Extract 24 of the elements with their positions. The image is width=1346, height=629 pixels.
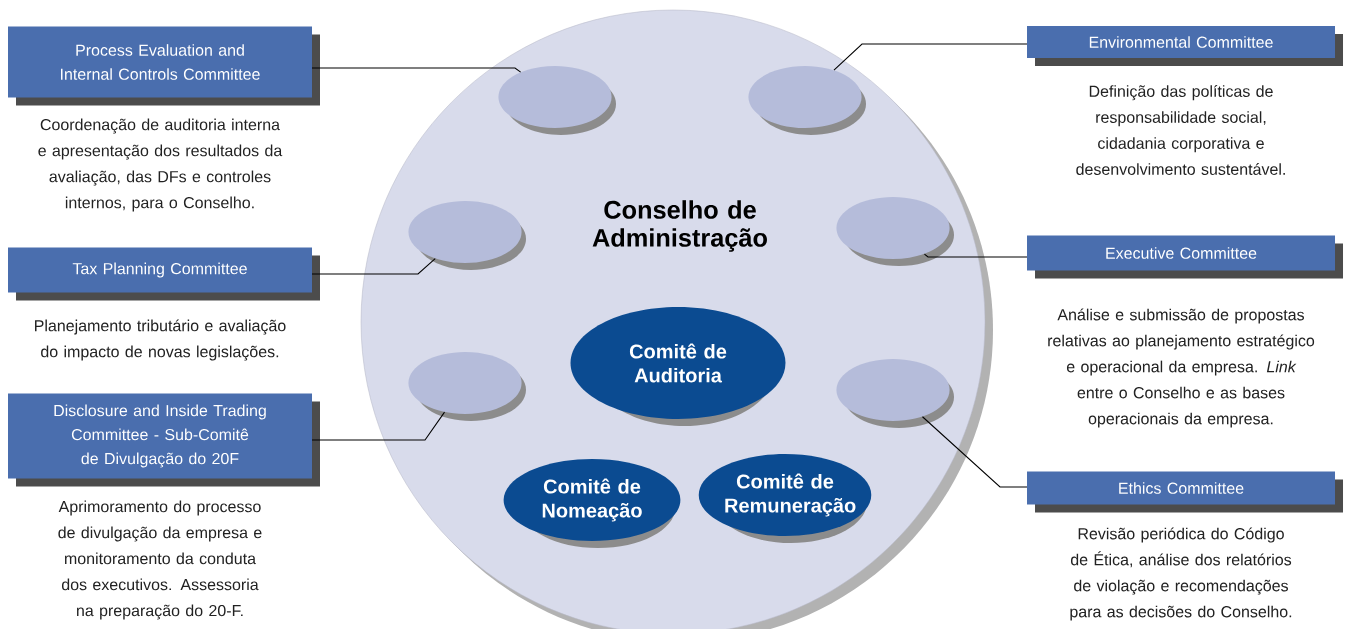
committee-ellipse bbox=[836, 359, 954, 428]
committee-box: Process Evaluation and Internal Controls Committee bbox=[8, 26, 320, 106]
leader-line bbox=[311, 258, 436, 275]
leader-line bbox=[311, 411, 446, 441]
committee-ellipse bbox=[748, 66, 866, 135]
committee-ellipse bbox=[408, 352, 526, 421]
committee-box: Tax Planning Committee bbox=[8, 247, 320, 301]
leader-line bbox=[311, 67, 522, 73]
committee-ellipse bbox=[836, 197, 954, 266]
description-text: Definição das políticas de responsabilidade social, cidadania corporativa e desenvolvimento sustentável. bbox=[1076, 85, 1285, 175]
description-text: Revisão periódica do Código de Ética, análise dos relatórios de violação e recomendações para as decisões do Conselho. bbox=[1070, 527, 1292, 621]
description-text: Aprimoramento do processo de divulgação da empresa e monitoramento da conduta dos executivos. Assessoria na preparação do 20-F. bbox=[58, 500, 262, 620]
committee-box: Disclosure and Inside Trading Committee - Sub-Comitê de Divulgação do 20F bbox=[8, 393, 320, 487]
committee-box: Executive Committee bbox=[1027, 235, 1343, 279]
leader-line bbox=[923, 253, 1028, 258]
description-text: Planejamento tributário e avaliação do impacto de novas legislações. bbox=[35, 319, 286, 361]
description-text: Análise e submissão de propostas relativas ao planejamento estratégico e operacional da empresa. Link entre o Conselho e as bases operacionais da empresa. bbox=[1048, 308, 1315, 428]
leader-line bbox=[833, 43, 1028, 71]
leader-line bbox=[921, 416, 1028, 488]
committee-box: Ethics Committee bbox=[1027, 471, 1343, 513]
description-text: Coordenação de auditoria interna e apresentação dos resultados da avaliação, das DFs e controles internos, para o Conselho. bbox=[38, 118, 283, 212]
committee-box: Environmental Committee bbox=[1027, 26, 1343, 66]
committee-ellipse bbox=[498, 66, 616, 135]
committee-ellipse bbox=[408, 201, 526, 270]
